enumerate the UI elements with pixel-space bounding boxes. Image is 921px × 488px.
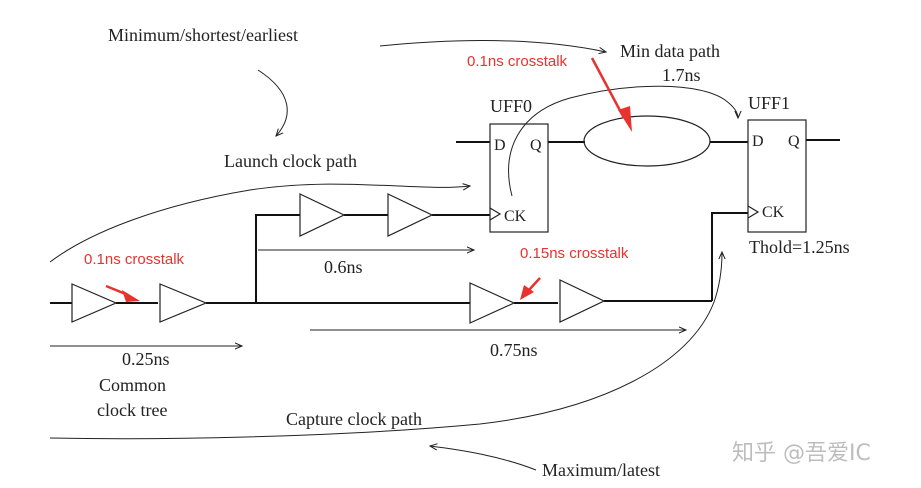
- common-buffer-1: [71, 283, 118, 323]
- flip-flop-uff0: D Q CK: [489, 123, 549, 233]
- launch-buffer-1: [299, 193, 346, 237]
- minimum-curve-arrow: [257, 69, 288, 136]
- capture-buffer-2: [559, 279, 606, 323]
- common-tree-label-line2: clock tree: [97, 400, 167, 420]
- crosstalk-capture-path-label: 0.15ns crosstalk: [520, 245, 629, 262]
- capture-buffer-1: [469, 282, 516, 324]
- common-tree-label-line1: Common: [99, 375, 166, 395]
- uff1-q-pin: Q: [788, 133, 800, 150]
- capture-clock-path-label: Capture clock path: [286, 409, 422, 429]
- min-data-path-logic: [583, 115, 711, 167]
- launch-branch-delay-label: 0.6ns: [324, 257, 363, 277]
- maximum-label: Maximum/latest: [542, 460, 660, 480]
- maximum-curve-arrow: [430, 446, 537, 471]
- capture-clock-path-curve: [49, 252, 722, 440]
- uff1-label: UFF1: [748, 93, 790, 113]
- capture-branch-delay-label: 0.75ns: [490, 340, 538, 360]
- common-delay-label: 0.25ns: [122, 349, 170, 369]
- launch-clock-path-label: Launch clock path: [224, 151, 357, 171]
- min-data-path-arrow: [379, 40, 606, 52]
- crosstalk-common-tree-label: 0.1ns crosstalk: [84, 251, 185, 268]
- min-data-delay-label: 1.7ns: [662, 65, 701, 85]
- circuit-wires: [50, 139, 840, 304]
- thold-label: Thold=1.25ns: [749, 237, 850, 257]
- uff0-ck-pin: CK: [504, 208, 527, 225]
- uff0-d-pin: D: [494, 137, 506, 154]
- uff0-q-pin: Q: [530, 137, 542, 154]
- flip-flop-uff1: D Q CK: [747, 119, 807, 233]
- uff1-ck-pin: CK: [762, 204, 785, 221]
- uff1-d-pin: D: [752, 133, 764, 150]
- crosstalk-arrows: [105, 57, 632, 302]
- minimum-label: Minimum/shortest/earliest: [108, 25, 298, 45]
- launch-buffer-2: [387, 193, 434, 237]
- data-path-curve: [508, 85, 738, 197]
- common-buffer-2: [159, 283, 208, 323]
- min-data-path-label: Min data path: [620, 41, 720, 61]
- crosstalk-data-path-label: 0.1ns crosstalk: [467, 53, 568, 70]
- uff0-label: UFF0: [490, 96, 532, 116]
- launch-clock-path-curve: [49, 184, 470, 263]
- watermark-text: 知乎 @吾爱IC: [732, 441, 871, 466]
